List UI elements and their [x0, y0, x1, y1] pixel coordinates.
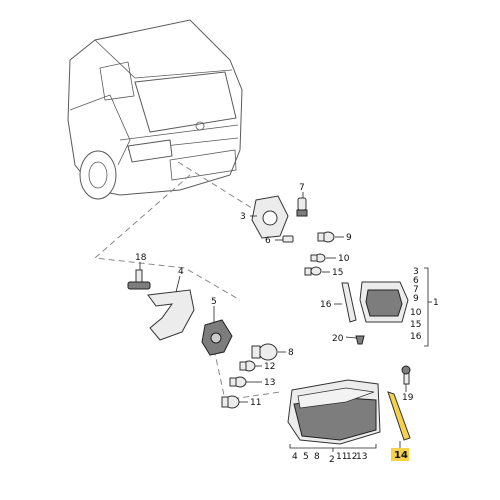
- part-3-bulb-holder: [251, 195, 289, 239]
- part-12-bulb: [239, 360, 256, 372]
- label-group2-8: 8: [314, 452, 320, 462]
- leader-lines: [139, 192, 432, 452]
- part-1-inner-tail-light: [359, 281, 409, 323]
- part-5-bulb-holder: [201, 319, 233, 356]
- label-7: 7: [299, 183, 305, 193]
- car-rear-illustration: [67, 19, 243, 200]
- part-9-bulb: [317, 231, 335, 243]
- label-8: 8: [288, 348, 294, 358]
- label-14-highlight: [391, 448, 409, 461]
- label-15: 15: [332, 268, 343, 278]
- label-1: 1: [433, 298, 439, 308]
- label-group2-5: 5: [303, 452, 309, 462]
- part-8-bulb: [251, 343, 278, 361]
- part-13-bulb: [229, 376, 247, 388]
- label-9: 9: [346, 233, 352, 243]
- part-15-bulb: [304, 266, 322, 276]
- part-16-seal-strip: [341, 282, 357, 323]
- label-group1-10: 10: [410, 308, 422, 318]
- part-10-bulb: [310, 253, 326, 263]
- label-18: 18: [135, 253, 147, 263]
- part-7-bulb-socket: [296, 197, 308, 217]
- part-19-screw: [401, 365, 411, 385]
- part-labels: 7 3 9 6 10 15 18 4 5 8 12 13 11 16 20 19…: [135, 183, 439, 465]
- label-12: 12: [264, 362, 275, 372]
- label-10: 10: [338, 254, 350, 264]
- part-4-seal-bracket: [147, 289, 195, 341]
- label-group1-15: 15: [410, 320, 421, 330]
- part-2-outer-tail-light: [287, 379, 381, 445]
- part-11-bulb: [221, 395, 240, 409]
- label-6: 6: [265, 236, 271, 246]
- label-group1-16: 16: [410, 332, 422, 342]
- label-group1-7: 7: [413, 285, 419, 295]
- label-group2-13: 13: [356, 452, 367, 462]
- part-6-bulb-socket: [282, 235, 294, 243]
- label-19: 19: [402, 393, 414, 403]
- label-group1-9: 9: [413, 294, 419, 304]
- label-group1-3: 3: [413, 267, 419, 277]
- part-14-gasket-strip: [387, 391, 411, 441]
- label-group2-12: 12: [346, 452, 357, 462]
- label-5: 5: [211, 297, 217, 307]
- label-2: 2: [329, 455, 335, 465]
- label-14: 14: [394, 450, 408, 461]
- label-13: 13: [264, 378, 275, 388]
- part-20-clip: [355, 335, 365, 345]
- label-20: 20: [332, 334, 344, 344]
- part-18-screw: [127, 269, 151, 290]
- label-16: 16: [320, 300, 332, 310]
- label-group1-6: 6: [413, 276, 419, 286]
- label-11: 11: [250, 398, 261, 408]
- label-4: 4: [178, 267, 184, 277]
- label-group2-11: 11: [336, 452, 347, 462]
- label-3: 3: [240, 212, 246, 222]
- label-group2-4: 4: [292, 452, 298, 462]
